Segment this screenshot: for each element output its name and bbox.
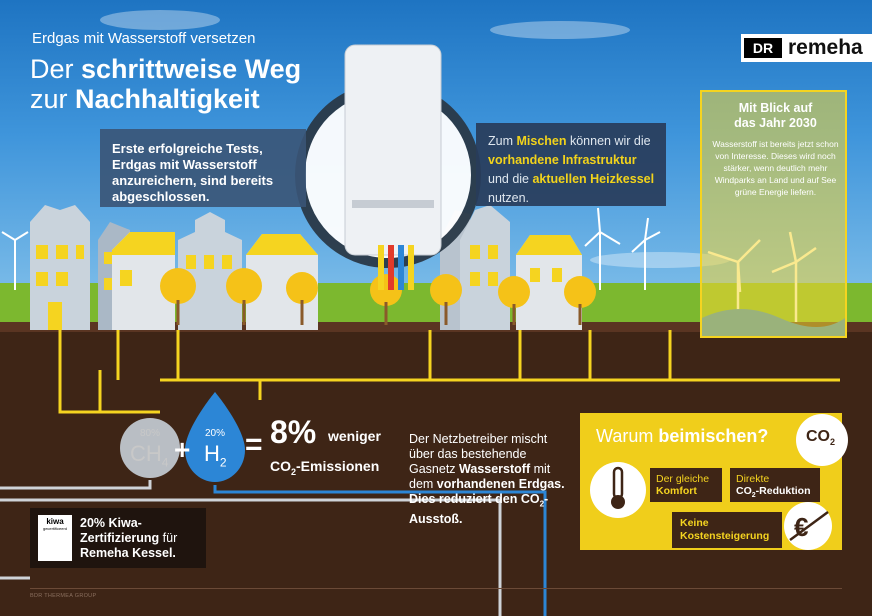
kiwa-bold: Zertifizierung xyxy=(80,531,160,545)
reason-bold: -Reduktion xyxy=(755,485,811,497)
reduction-value: 8% xyxy=(270,414,317,450)
reason-bold: CO xyxy=(736,485,752,497)
why-bold: beimischen? xyxy=(658,426,769,446)
reason-line: Keine xyxy=(680,517,709,529)
kiwa-logo-text: kiwa xyxy=(46,517,64,526)
co2-down-icon xyxy=(796,414,848,466)
infra-bold: Mischen xyxy=(516,134,567,148)
infra-text: nutzen. xyxy=(488,191,530,205)
infra-text: und die xyxy=(488,172,533,186)
ch4-sub: 4 xyxy=(161,455,169,470)
kiwa-bold: Remeha Kessel. xyxy=(80,546,176,560)
thermometer-icon xyxy=(590,462,646,518)
ch4-circle xyxy=(120,418,180,478)
co2-icon-text: CO xyxy=(806,428,830,445)
netz-text: Der Netzbetreiber mischt über das besteh… xyxy=(409,432,548,476)
infra-bold: vorhandene Infrastruktur xyxy=(488,153,637,167)
tests-info-text: Erste erfolgreiche Tests, Erdgas mit Was… xyxy=(112,141,274,204)
why-prefix: Warum xyxy=(596,426,659,446)
kiwa-bold: 20% Kiwa- xyxy=(80,516,142,530)
netz-text: mit dem xyxy=(409,462,551,491)
h2-label: H2 xyxy=(204,441,227,469)
house-icon xyxy=(30,205,90,330)
footer-divider xyxy=(30,588,842,589)
kiwa-normal: für xyxy=(159,531,178,545)
house-icon xyxy=(178,212,242,330)
title-prefix: zur xyxy=(30,84,76,114)
footer-text: BDR THERMEA GROUP xyxy=(30,593,97,599)
h2-drop xyxy=(185,392,245,482)
gas-pipes xyxy=(0,330,840,616)
reason-sub: 2 xyxy=(751,492,756,500)
emissions-label: CO2-Emissionen xyxy=(270,458,379,477)
wind-turbine-icon xyxy=(1,207,661,290)
infra-bold: aktuellen Heizkessel xyxy=(532,172,655,186)
ch4-text: CH xyxy=(130,441,162,466)
netz-bold: vorhandenen Erdgas. Dies reduziert den C… xyxy=(409,477,565,506)
panel-2030-text: Wasserstoff ist bereits jetzt schon von … xyxy=(712,139,839,197)
panel-title-line: das Jahr 2030 xyxy=(734,116,817,130)
co2-icon-sub: 2 xyxy=(830,437,836,448)
title-bold: Nachhaltigkeit xyxy=(75,84,260,114)
reason-line: Kostensteigerung xyxy=(680,530,770,542)
h2-text: H xyxy=(204,441,220,466)
netz-bold: -Ausstoß. xyxy=(409,492,549,526)
h2-percent: 20% xyxy=(205,428,226,439)
clouds xyxy=(100,10,730,268)
plus-sign: + xyxy=(174,434,191,465)
why-blend-title: Warum beimischen? xyxy=(596,426,768,447)
co2-sub: 2 xyxy=(291,466,297,477)
co2-icon-label: CO2 xyxy=(806,428,835,447)
logo-mark: DR xyxy=(744,38,782,58)
reason-normal: Direkte xyxy=(736,473,770,485)
page-title-line2: zur Nachhaltigkeit xyxy=(30,84,260,114)
infra-text: Zum xyxy=(488,134,517,148)
soil-top-band xyxy=(0,322,872,332)
house-icon xyxy=(246,234,318,330)
netz-sub: 2 xyxy=(539,499,545,509)
page-title-line1: Der schrittweise Weg xyxy=(30,54,301,84)
emissions-suffix: -Emissionen xyxy=(296,458,380,474)
boiler-icon xyxy=(295,44,481,290)
title-prefix: Der xyxy=(30,54,82,84)
h2-sub: 2 xyxy=(219,455,227,470)
reason-normal: Der gleiche xyxy=(656,473,710,485)
remeha-logo: DR remeha xyxy=(741,34,872,62)
title-bold: schrittweise Weg xyxy=(81,54,302,84)
house-icon xyxy=(112,232,175,330)
house-icon xyxy=(516,235,582,330)
infrastructure-info-box: Zum Mischen können wir die vorhandene In… xyxy=(476,123,666,206)
infra-text: können wir die xyxy=(566,134,651,148)
logo-text: remeha xyxy=(788,36,863,59)
ch4-percent: 80% xyxy=(140,428,161,439)
netz-bold: Wasserstoff xyxy=(459,462,531,476)
reduction-word: weniger xyxy=(328,428,381,444)
kiwa-logo-sub: gecertificeerd xyxy=(42,526,67,531)
reason-bold: Komfort xyxy=(656,485,697,497)
panel-title-line: Mit Blick auf xyxy=(738,101,813,115)
tests-info-box: Erste erfolgreiche Tests, Erdgas mit Was… xyxy=(100,129,306,207)
equals-sign: = xyxy=(245,428,263,461)
co2-text: CO xyxy=(270,458,291,474)
network-operator-text: Der Netzbetreiber mischt über das besteh… xyxy=(409,432,569,527)
ch4-label: CH4 xyxy=(130,441,168,469)
subtitle: Erdgas mit Wasserstoff versetzen xyxy=(32,30,256,47)
